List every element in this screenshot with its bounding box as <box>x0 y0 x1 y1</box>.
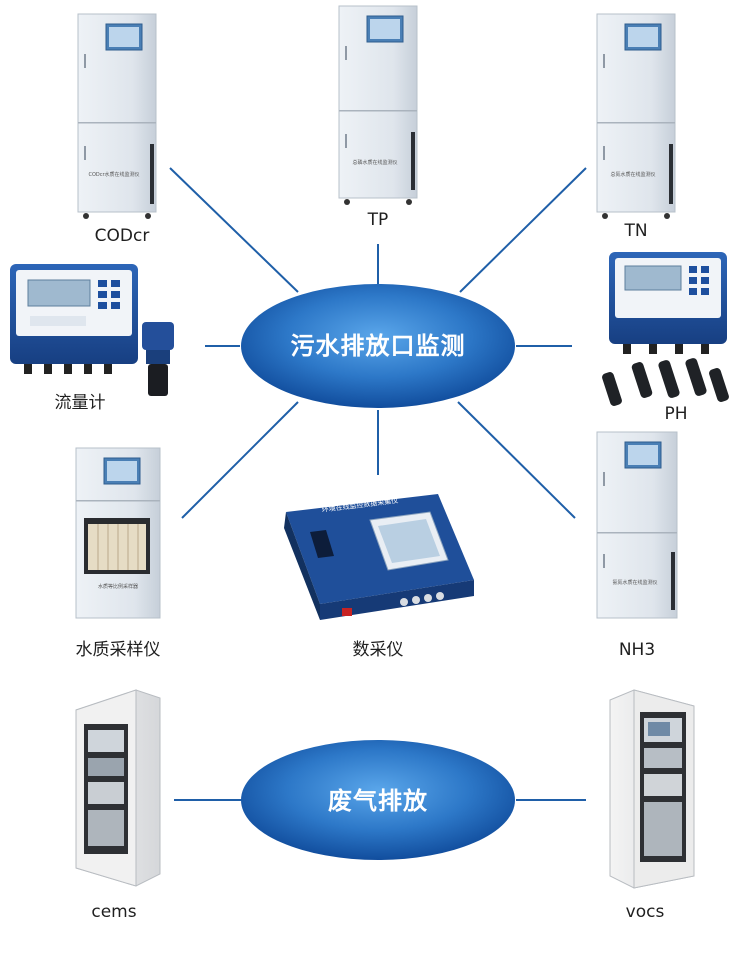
nh3-nameplate: 氨氮水质在线监测仪 <box>612 579 657 586</box>
line-sampler <box>181 401 299 519</box>
data-acquisition-unit: 环境在线监控数据采集仪 <box>284 494 474 620</box>
label-flowmeter: 流量计 <box>54 393 106 413</box>
sampler-nameplate: 水质等比例采样器 <box>98 583 138 590</box>
label-codcr: CODcr <box>94 226 150 246</box>
codcr-analyzer-cabinet: CODcr水质在线监测仪 <box>77 13 157 219</box>
ph-meter-device <box>609 252 727 354</box>
hub-exhaust <box>241 740 515 860</box>
ph-electrodes <box>602 358 729 406</box>
connector-lines <box>169 167 587 801</box>
nh3-analyzer-cabinet: 氨氮水质在线监测仪 <box>596 431 678 619</box>
vocs-rack <box>609 689 695 889</box>
tp-nameplate: 总磷水质在线监测仪 <box>352 159 397 166</box>
tp-analyzer-cabinet: 总磷水质在线监测仪 <box>338 5 418 205</box>
line-codcr <box>169 167 299 293</box>
tn-analyzer-cabinet: 总氮水质在线监测仪 <box>596 13 676 219</box>
label-nh3: NH3 <box>618 640 656 660</box>
codcr-nameplate: CODcr水质在线监测仪 <box>88 171 139 178</box>
label-dau: 数采仪 <box>352 640 404 660</box>
label-cems: cems <box>91 902 137 922</box>
line-nh3 <box>457 401 576 519</box>
label-tn: TN <box>624 221 648 241</box>
flowmeter-device <box>10 264 174 396</box>
label-sampler: 水质采样仪 <box>75 640 161 660</box>
hub-exhaust-label: 废气排放 <box>328 787 428 815</box>
label-tp: TP <box>367 210 389 230</box>
sampler-cabinet: 水质等比例采样器 <box>75 447 161 619</box>
label-ph: PH <box>664 404 688 424</box>
hub-wastewater <box>241 284 515 408</box>
ultrasonic-probe <box>142 322 174 396</box>
tn-nameplate: 总氮水质在线监测仪 <box>610 171 655 178</box>
hub-wastewater-label: 污水排放口监测 <box>290 332 466 360</box>
cems-rack <box>75 689 161 887</box>
label-vocs: vocs <box>625 902 665 922</box>
line-tn <box>459 167 587 293</box>
